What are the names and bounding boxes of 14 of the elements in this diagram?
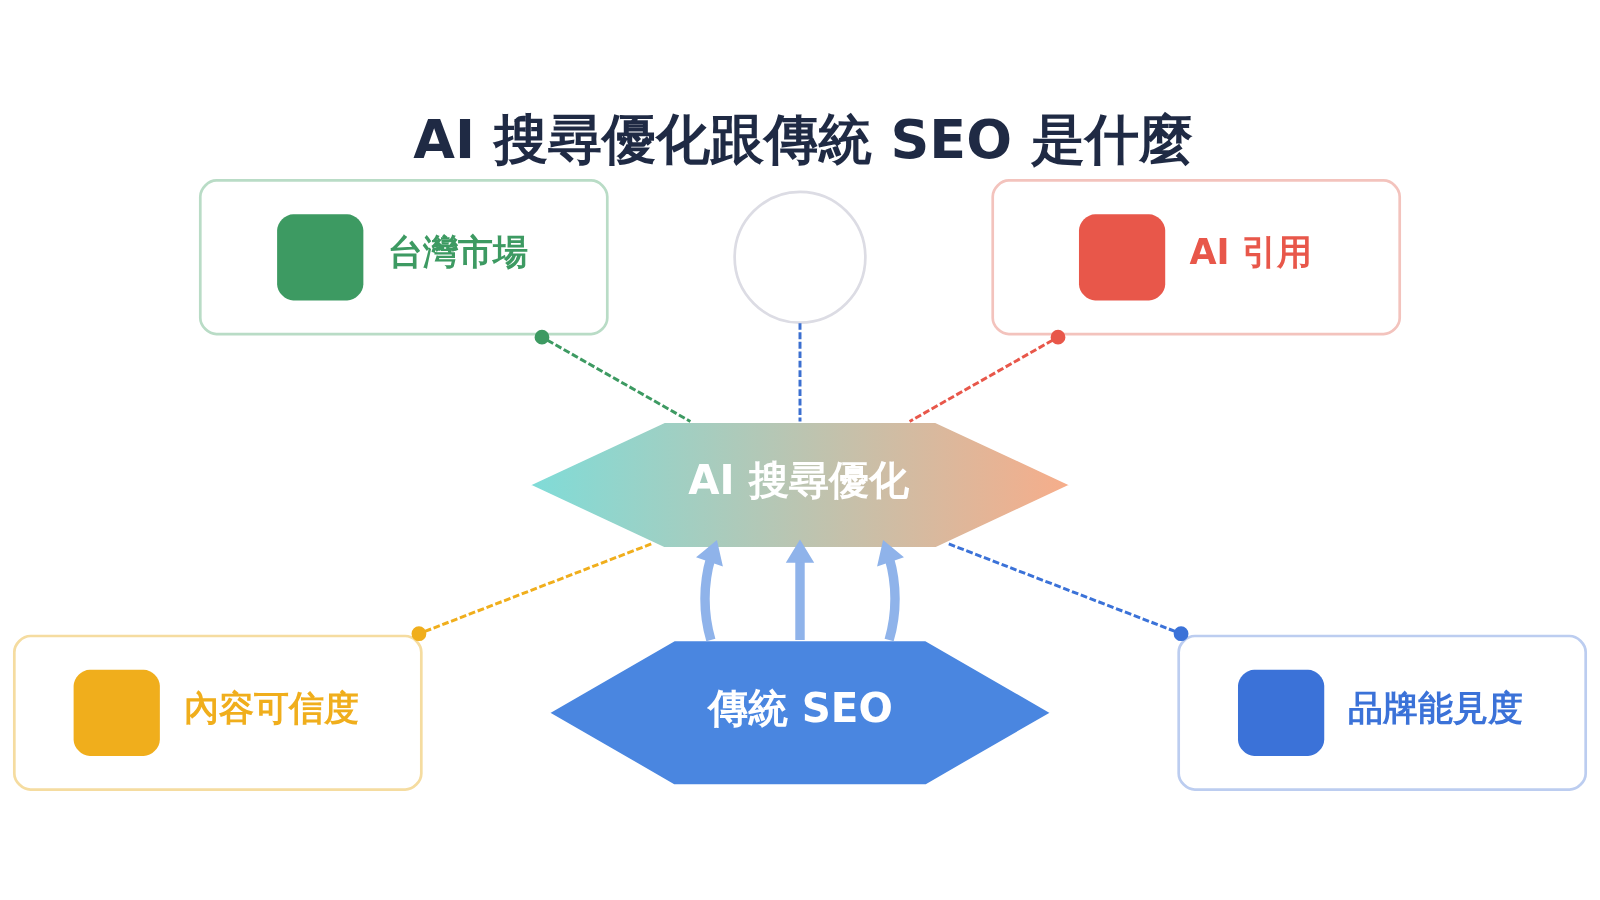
node-box: AI 引用 bbox=[991, 179, 1402, 336]
connector bbox=[534, 329, 692, 423]
node-box: 品牌能見度 bbox=[1177, 634, 1588, 791]
connector bbox=[946, 541, 1189, 642]
connector bbox=[411, 541, 654, 642]
connector bbox=[798, 323, 802, 422]
connector bbox=[908, 329, 1066, 423]
diagram-title: AI 搜尋優化跟傳統 SEO 是什麼 bbox=[413, 107, 1193, 171]
arrow bbox=[696, 539, 723, 642]
node-box: 台灣市場 bbox=[198, 179, 609, 336]
arrow bbox=[785, 539, 815, 640]
node-box: 內容可信度 bbox=[12, 634, 423, 791]
node-circle bbox=[733, 190, 867, 324]
arrow bbox=[877, 539, 904, 642]
